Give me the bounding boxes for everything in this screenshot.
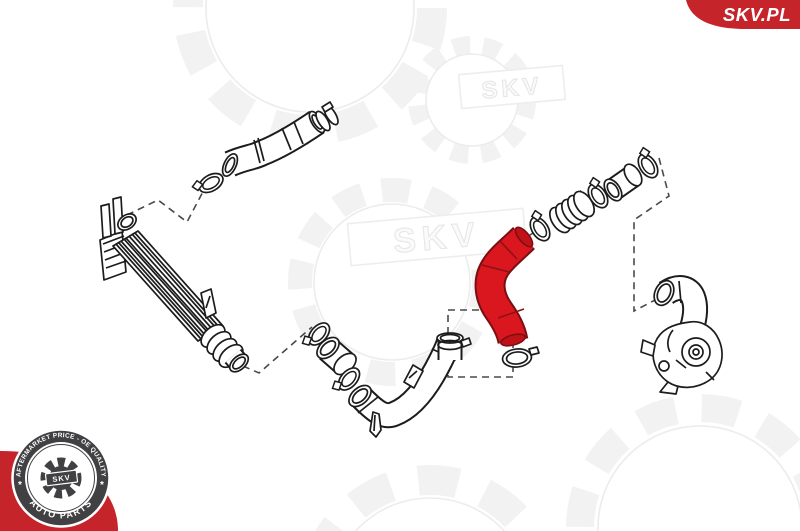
dashed-connector-line	[242, 326, 313, 374]
pipe-bracket	[403, 364, 424, 389]
part-turbocharger	[640, 275, 723, 395]
gear-watermark-icon	[566, 394, 800, 531]
brand-banner-shape	[686, 0, 800, 29]
gear-watermark-icon	[315, 465, 545, 531]
hose-clamp-icon	[190, 167, 228, 200]
part-upper-charge-pipe	[190, 101, 339, 200]
part-highlighted-charge-hose	[474, 226, 540, 368]
badge-center-label: SKV	[52, 473, 71, 484]
bellows-hose	[548, 190, 596, 234]
gear-watermark-icon	[173, 0, 447, 145]
brand-site-label: SKV.PL	[723, 4, 791, 25]
connector-sleeve	[603, 163, 643, 202]
watermark-text: SKV	[392, 215, 483, 261]
pipe-connector-port	[436, 332, 472, 360]
skv-pl-logo: SKV.PL	[686, 0, 800, 29]
pipe-flange	[315, 101, 339, 132]
badge-gear-icon: SKV	[40, 457, 82, 499]
skv-auto-parts-badge: AFTERMARKET PRICE - OE QUALITY AUTO PART…	[0, 428, 118, 531]
part-bellows-connector-kit	[522, 145, 664, 246]
dashed-connector-line	[126, 185, 207, 224]
dashed-connector-line	[633, 157, 670, 313]
gear-watermark-icon: SKV	[408, 36, 567, 164]
pipe-bracket	[369, 411, 382, 438]
watermark-text: SKV	[480, 72, 543, 104]
badge-star-icon: *	[100, 480, 104, 491]
mounting-bracket	[200, 288, 217, 319]
badge-star-icon: *	[18, 480, 22, 491]
part-intercooler	[99, 196, 250, 373]
intercooler-outlet-bellows	[200, 323, 250, 373]
part-lower-charge-pipe	[299, 317, 472, 438]
hose-clamp-icon	[501, 346, 540, 368]
